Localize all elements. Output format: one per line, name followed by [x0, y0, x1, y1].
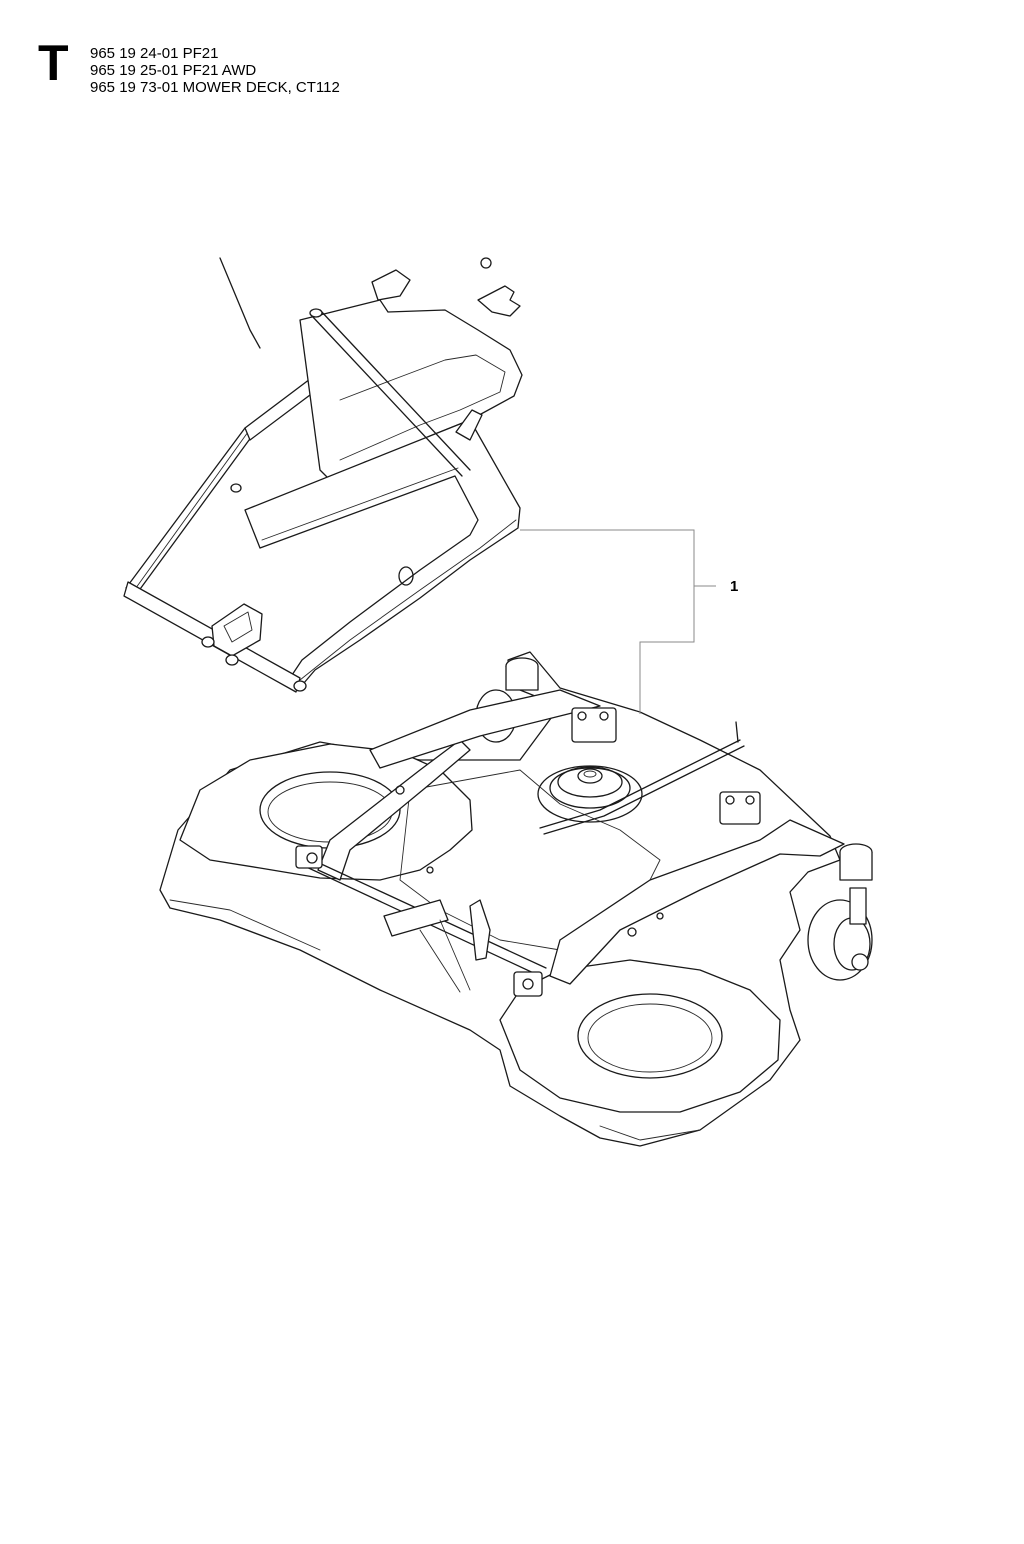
part-number-list: 965 19 24-01 PF21 965 19 25-01 PF21 AWD …: [90, 45, 340, 96]
leader-line: [520, 529, 695, 714]
lift-frame: [123, 257, 523, 693]
part-line: 965 19 24-01 PF21: [90, 45, 219, 62]
part-line: 965 19 73-01 MOWER DECK, CT112: [90, 79, 340, 96]
part-line: 965 19 25-01 PF21 AWD: [90, 62, 257, 79]
caster-wheel-front: [807, 843, 873, 981]
section-letter: T: [38, 35, 69, 91]
callout-number: 1: [730, 578, 738, 595]
callout-1: 1: [520, 529, 738, 714]
mower-deck: [159, 651, 873, 1147]
